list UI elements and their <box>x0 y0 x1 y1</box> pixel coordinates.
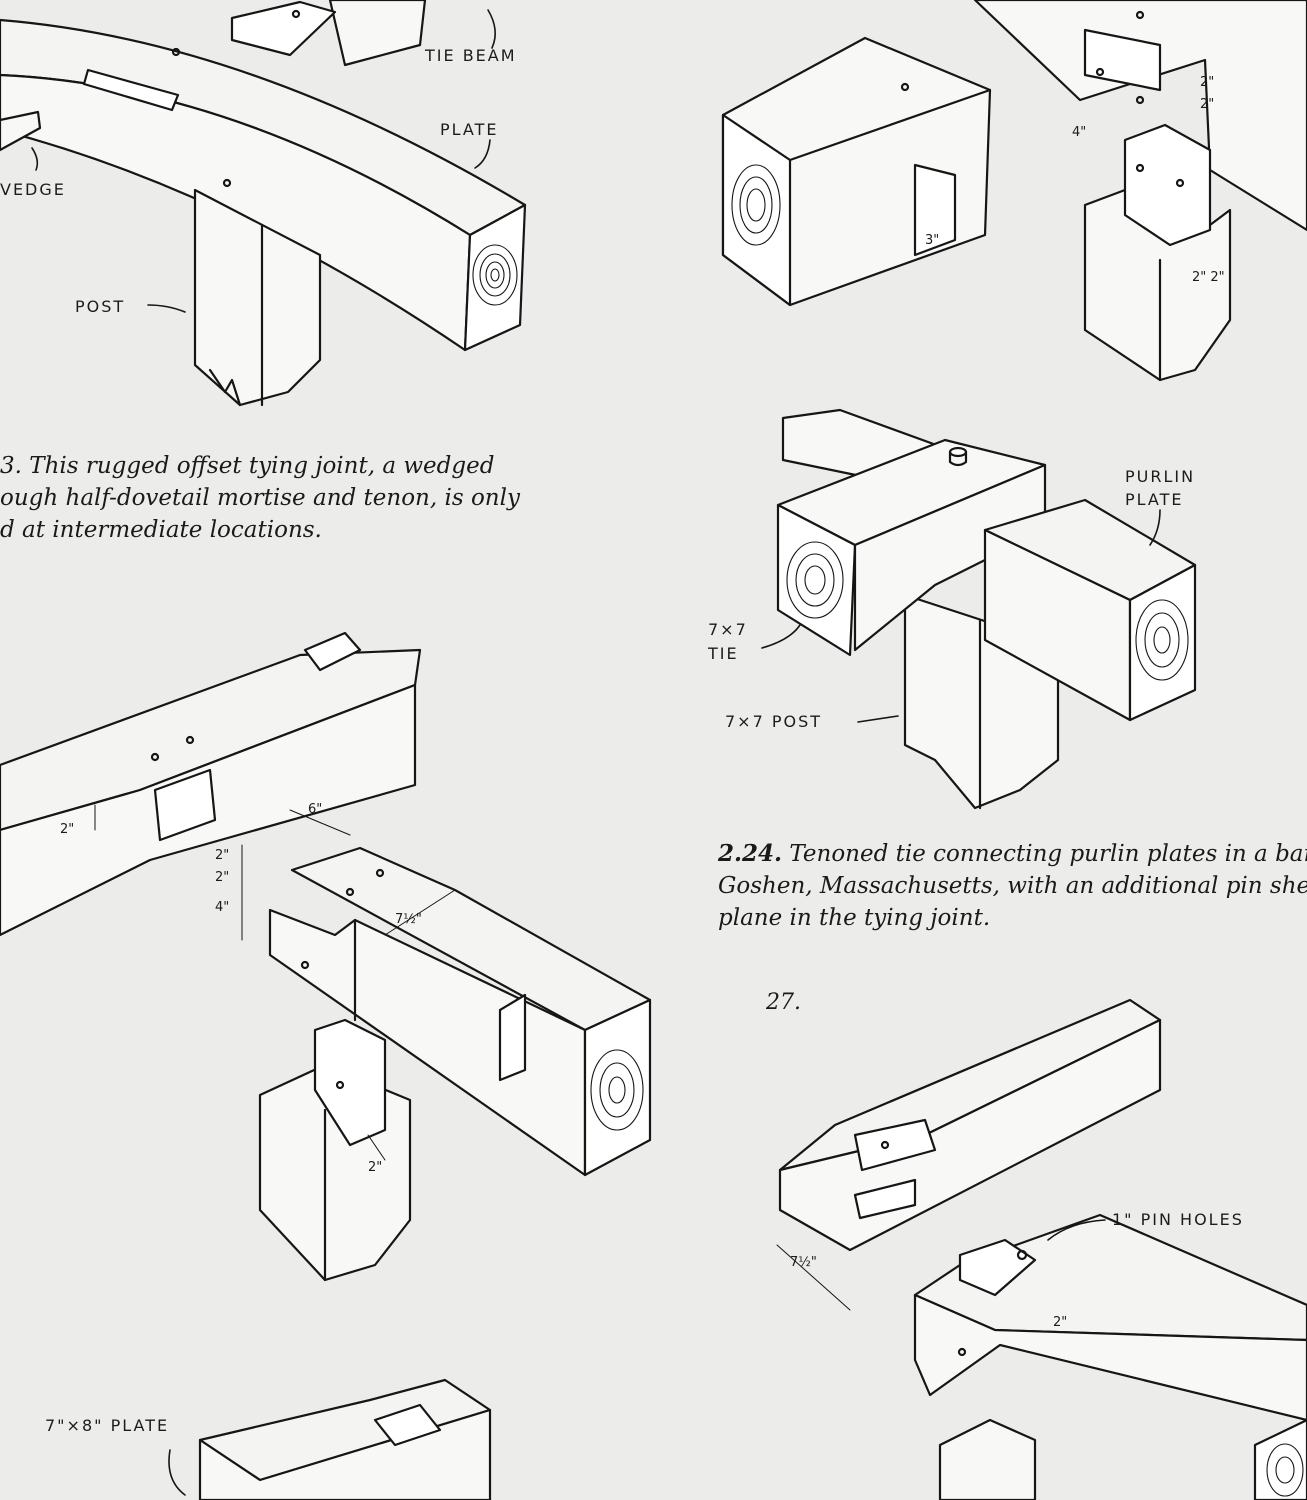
dim-2in-a: 2" <box>1200 75 1215 90</box>
dim-2in-f: 2" <box>368 1160 383 1175</box>
label-purlin-plate: PLATE <box>1125 490 1184 509</box>
purlin-plate-assembly-drawing <box>761 408 1197 810</box>
figure-27-drawing <box>776 998 1307 1500</box>
label-pin-holes: 1" PIN HOLES <box>1112 1210 1244 1229</box>
dim-4in: 4" <box>1072 125 1087 140</box>
dim-2in-e: 2" <box>60 822 75 837</box>
offset-tying-joint-drawing <box>0 0 527 407</box>
caption-2-23-line-1: 3. This rugged offset tying joint, a wed… <box>0 453 495 479</box>
label-wedge: VEDGE <box>0 180 66 199</box>
label-plate: PLATE <box>440 120 499 139</box>
caption-2-23-line-3: d at intermediate locations. <box>0 517 322 543</box>
dim-2in-b: 2" <box>1200 97 1215 112</box>
caption-2-24-line-1: 2.24. Tenoned tie connecting purlin plat… <box>718 838 1307 870</box>
dim-3in: 3" <box>925 233 940 248</box>
dim-2in-g: 2" <box>1053 1315 1068 1330</box>
dim-6in: 6" <box>308 802 323 817</box>
label-post: POST <box>75 297 126 316</box>
caption-2-24-line-2: Goshen, Massachusetts, with an additiona… <box>718 873 1307 899</box>
label-purlin: PURLIN <box>1125 467 1196 486</box>
label-7x8-plate: 7"×8" PLATE <box>45 1416 170 1435</box>
label-tie-size: 7×7 <box>708 620 748 639</box>
dim-2in-c: 2" <box>215 848 230 863</box>
label-tie: TIE <box>708 644 739 663</box>
label-7x7-post: 7×7 POST <box>725 712 823 731</box>
dim-4in-b: 4" <box>215 900 230 915</box>
dim-7-5in-b: 7½" <box>790 1255 817 1270</box>
plate-7x8-drawing <box>168 1378 492 1500</box>
purlin-tie-detail-drawing <box>721 0 1307 382</box>
dim-7-5in: 7½" <box>395 912 422 927</box>
dim-2in-2in: 2" 2" <box>1192 270 1225 285</box>
caption-2-24-line-3: plane in the tying joint. <box>718 905 991 931</box>
label-tie-beam: TIE BEAM <box>425 46 517 65</box>
long-tenon-joint-drawing <box>0 631 652 1282</box>
figure-number: 27. <box>766 990 801 1015</box>
caption-2-23-line-2: ough half-dovetail mortise and tenon, is… <box>0 485 520 511</box>
dim-2in-d: 2" <box>215 870 230 885</box>
caption-2-24-text: Tenoned tie connecting purlin plates in … <box>789 841 1307 867</box>
caption-2-24-number: 2.24. <box>718 840 783 867</box>
